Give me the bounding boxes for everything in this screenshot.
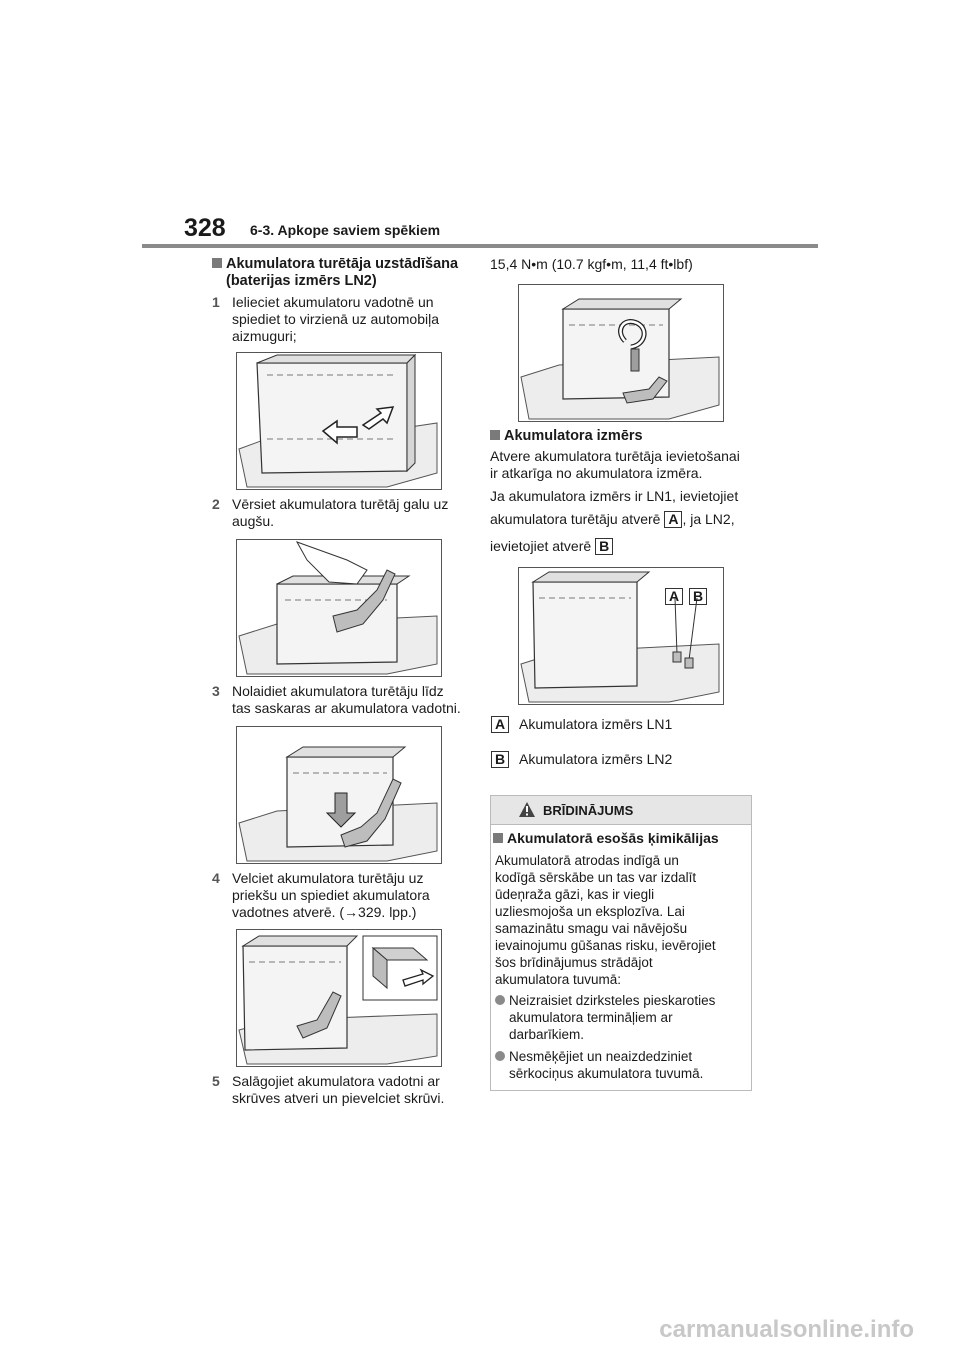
step-2: 2 Vērsiet akumulatora turētāj galu uz au… bbox=[212, 496, 472, 532]
figure-holder-lower bbox=[236, 726, 442, 864]
step-text-line: Velciet akumulatora turētāju uz bbox=[232, 870, 424, 886]
paragraph-line: Atvere akumulatora turētāja ievietošanai bbox=[490, 448, 740, 464]
warning-body: Akumulatorā atrodas indīgā un kodīgā sēr… bbox=[495, 852, 745, 988]
step-3: 3 Nolaidiet akumulatora turētāju līdz ta… bbox=[212, 683, 482, 719]
step-number: 3 bbox=[212, 683, 220, 699]
size-paragraph-1: Atvere akumulatora turētāja ievietošanai… bbox=[490, 448, 760, 482]
legend-label-a: A bbox=[491, 716, 510, 733]
step-1: 1 Ielieciet akumulatoru vadotnē un spied… bbox=[212, 294, 472, 346]
torque-spec: 15,4 N•m (10.7 kgf•m, 11,4 ft•lbf) bbox=[490, 256, 693, 272]
step-5: 5 Salāgojiet akumulatora vadotni ar skrū… bbox=[212, 1073, 482, 1109]
warning-header: BRĪDINĀJUMS bbox=[491, 796, 751, 825]
warning-bullet-line: Nesmēķējiet un neaizdedziniet bbox=[509, 1049, 693, 1064]
warning-bullet-line: akumulatora termināļiem ar bbox=[509, 1010, 673, 1025]
step-number: 1 bbox=[212, 294, 220, 310]
step-text-line: Salāgojiet akumulatora vadotni ar bbox=[232, 1073, 440, 1089]
step-text-line: Ielieciet akumulatoru vadotnē un bbox=[232, 294, 434, 310]
step-text-line: vadotnes atverē. (→329. lpp.) bbox=[232, 904, 417, 920]
warning-bullet-1: Neizraisiet dzirksteles pieskaroties aku… bbox=[495, 992, 745, 1043]
paragraph-line: akumulatora turētāju atverē bbox=[490, 511, 661, 527]
step-text-line: spiediet to virzienā uz automobiļa bbox=[232, 311, 440, 327]
warning-box: BRĪDINĀJUMS Akumulatorā esošās ķimikālij… bbox=[490, 795, 752, 1091]
install-heading-line2: (baterijas izmērs LN2) bbox=[226, 273, 377, 289]
legend-text-b: Akumulatora izmērs LN2 bbox=[519, 751, 673, 767]
warning-subheading: Akumulatorā esošās ķimikālijas bbox=[493, 830, 719, 847]
step-text-line: skrūves atveri un pievelciet skrūvi. bbox=[232, 1090, 445, 1106]
warning-bullet-line: sērkociņus akumulatora tuvumā. bbox=[509, 1066, 704, 1081]
warning-line: akumulatora tuvumā: bbox=[495, 972, 622, 987]
page-number: 328 bbox=[184, 214, 226, 242]
figure-holder-up bbox=[236, 539, 442, 677]
square-bullet-icon bbox=[493, 833, 503, 843]
legend-a: A Akumulatora izmērs LN1 bbox=[491, 716, 672, 733]
figure-holder-forward bbox=[236, 929, 442, 1067]
warning-line: kodīgā sērskābe un tas var izdalīt bbox=[495, 870, 697, 885]
figure-label-b: B bbox=[689, 588, 708, 605]
bullet-dot-icon bbox=[495, 1051, 505, 1061]
paragraph-line: ievietojiet atverē bbox=[490, 538, 592, 554]
warning-bullet-2: Nesmēķējiet un neaizdedziniet sērkociņus… bbox=[495, 1048, 745, 1082]
warning-line: ievainojumu gūšanas risku, ievērojiet bbox=[495, 938, 716, 953]
size-heading-text: Akumulatora izmērs bbox=[504, 428, 643, 444]
warning-line: Akumulatorā atrodas indīgā un bbox=[495, 853, 679, 868]
step-text-line: Vērsiet akumulatora turētāj galu uz bbox=[232, 496, 449, 512]
figure-bolt-tighten bbox=[518, 284, 724, 422]
step-text-line: priekšu un spiediet akumulatora bbox=[232, 887, 430, 903]
square-bullet-icon bbox=[212, 258, 222, 268]
step-number: 2 bbox=[212, 496, 220, 512]
section-title: 6-3. Apkope saviem spēkiem bbox=[250, 222, 441, 238]
paragraph-line: , ja LN2, bbox=[682, 511, 735, 527]
step-4: 4 Velciet akumulatora turētāju uz priekš… bbox=[212, 870, 472, 922]
legend-label-b: B bbox=[491, 751, 510, 768]
figure-label-a: A bbox=[665, 588, 684, 605]
watermark: carmanualsonline.info bbox=[659, 1316, 914, 1343]
size-heading: Akumulatora izmērs bbox=[490, 428, 643, 445]
paragraph-line: ir atkarīga no akumulatora izmēra. bbox=[490, 465, 703, 481]
warning-bullet-line: Neizraisiet dzirksteles pieskaroties bbox=[509, 993, 716, 1008]
step-text-line: aizmuguri; bbox=[232, 328, 297, 344]
warning-line: šos brīdinājumus strādājot bbox=[495, 955, 653, 970]
size-paragraph-2: Ja akumulatora izmērs ir LN1, ievietojie… bbox=[490, 488, 760, 555]
ref-label-b: B bbox=[595, 538, 614, 555]
ref-label-a: A bbox=[664, 511, 683, 528]
step-text-line: augšu. bbox=[232, 513, 275, 529]
warning-subheading-text: Akumulatorā esošās ķimikālijas bbox=[507, 830, 719, 846]
step-number: 5 bbox=[212, 1073, 220, 1089]
legend-text-a: Akumulatora izmērs LN1 bbox=[519, 716, 673, 732]
install-heading-line1: Akumulatora turētāja uzstādīšana bbox=[226, 256, 459, 272]
legend-b: B Akumulatora izmērs LN2 bbox=[491, 751, 672, 768]
warning-triangle-icon bbox=[519, 802, 535, 817]
header-rule bbox=[142, 244, 818, 248]
step-text-line: Nolaidiet akumulatora turētāju līdz bbox=[232, 683, 444, 699]
warning-title: BRĪDINĀJUMS bbox=[543, 803, 634, 818]
paragraph-line: Ja akumulatora izmērs ir LN1, ievietojie… bbox=[490, 488, 739, 504]
warning-bullet-line: darbarīkiem. bbox=[509, 1027, 585, 1042]
warning-line: uzliesmojoša un eksplozīva. Lai bbox=[495, 904, 685, 919]
square-bullet-icon bbox=[490, 430, 500, 440]
figure-battery-push bbox=[236, 352, 442, 490]
warning-line: ūdeņraža gāzi, kas ir viegli bbox=[495, 887, 655, 902]
figure-holder-openings: A B bbox=[518, 567, 724, 705]
bullet-dot-icon bbox=[495, 995, 505, 1005]
warning-line: samazinātu smagu vai nāvējošu bbox=[495, 921, 688, 936]
step-number: 4 bbox=[212, 870, 220, 886]
step-text-line: tas saskaras ar akumulatora vadotni. bbox=[232, 700, 461, 716]
install-heading: Akumulatora turētāja uzstādīšana (bateri… bbox=[212, 256, 458, 290]
